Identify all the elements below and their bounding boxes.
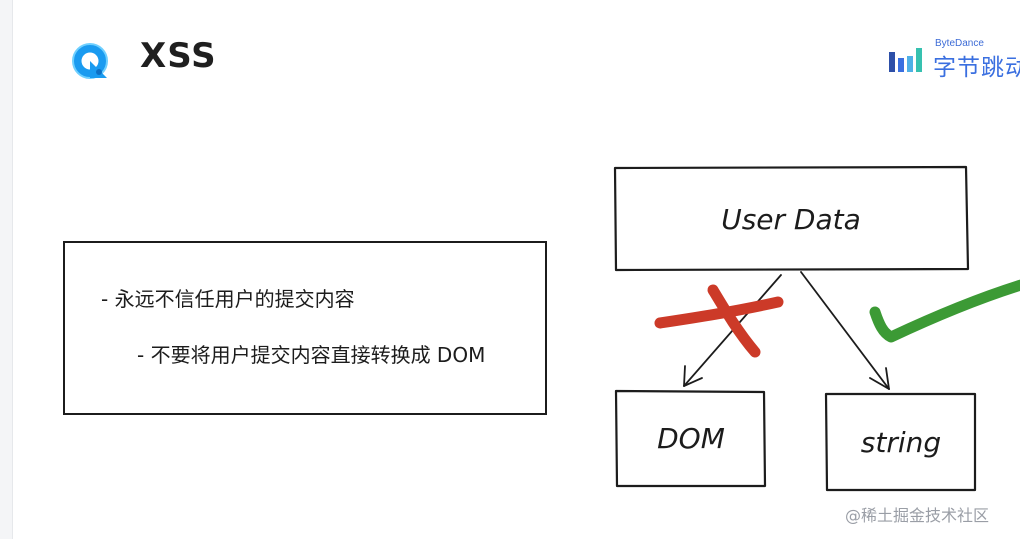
string-label: string (861, 426, 941, 459)
bullet-box: - 永远不信任用户的提交内容 - 不要将用户提交内容直接转换成 DOM (63, 241, 547, 415)
red-cross-mark-icon (654, 284, 784, 358)
slide-title: XSS (140, 36, 217, 76)
brand-name-cn: 字节跳动 (933, 55, 1020, 78)
bullet-subitem: - 不要将用户提交内容直接转换成 DOM (137, 343, 486, 367)
arrow-to-string (800, 271, 890, 390)
bytedance-logo-icon (889, 48, 922, 72)
user-data-label: User Data (721, 203, 861, 236)
brand-name-en: ByteDance (935, 38, 984, 49)
watermark: @稀土掘金技术社区 (845, 506, 990, 525)
dom-label: DOM (657, 422, 725, 455)
slide: XSS ByteDance 字节跳动 - 永远不信任用户的提交内容 - 不要将用… (12, 0, 1020, 539)
bullet-item: - 永远不信任用户的提交内容 (101, 287, 355, 311)
string-box (824, 392, 977, 492)
bytedance-brand: ByteDance 字节跳动 (889, 38, 1020, 78)
green-check-mark-icon (869, 279, 1020, 343)
user-data-box (613, 165, 970, 272)
product-logo-icon (72, 43, 108, 79)
xss-diagram: User Data DOM string (613, 165, 1020, 492)
dom-box (614, 389, 767, 488)
